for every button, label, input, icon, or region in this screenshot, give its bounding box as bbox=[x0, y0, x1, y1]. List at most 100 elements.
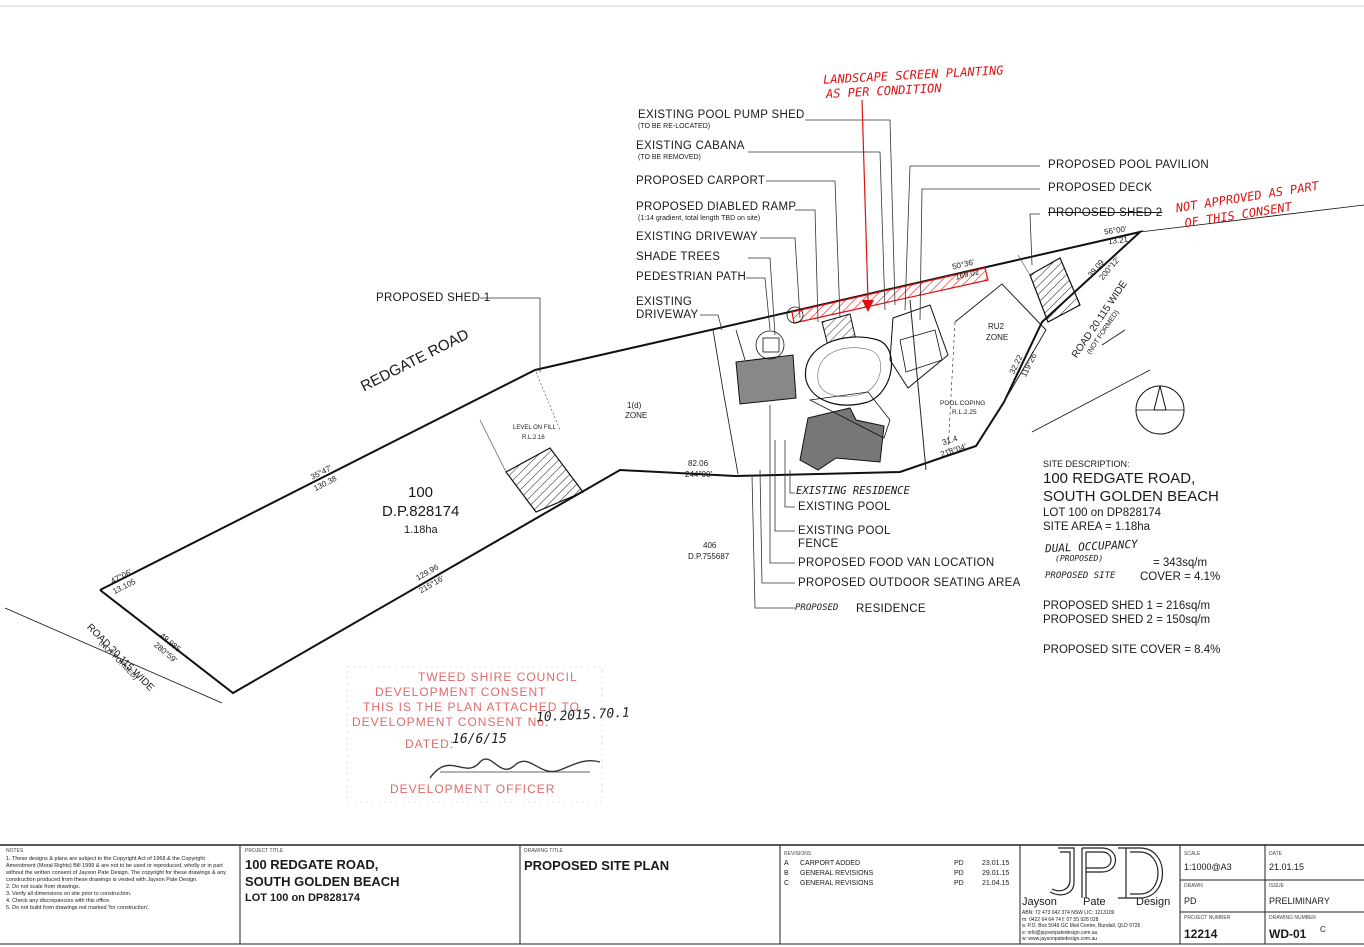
drawing-title: PROPOSED SITE PLAN bbox=[524, 858, 670, 873]
firm-contact: ABN: 72 473 042 374 NSW LIC: 1213109 m: … bbox=[1022, 910, 1140, 943]
drawing-revision: C bbox=[1320, 925, 1326, 934]
callout-driveway-2a: EXISTING bbox=[636, 296, 693, 308]
callout-pump-shed: EXISTING POOL PUMP SHED bbox=[638, 109, 805, 121]
jpd-logo bbox=[1049, 847, 1163, 899]
zone-1d-word: ZONE bbox=[625, 411, 648, 420]
road-reserve-sw bbox=[4, 607, 223, 704]
firm-name-3: Design bbox=[1136, 896, 1171, 908]
note-4: 4. Check any discrepancies with this off… bbox=[6, 898, 111, 904]
existing-residence bbox=[735, 354, 797, 405]
project-title-2: SOUTH GOLDEN BEACH bbox=[245, 874, 400, 889]
site-desc-line2: SOUTH GOLDEN BEACH bbox=[1043, 488, 1219, 505]
revision-by: PD bbox=[954, 860, 964, 867]
callout-carport: PROPOSED CARPORT bbox=[636, 175, 766, 187]
project-number-heading: PROJECT NUMBER bbox=[1184, 915, 1231, 921]
bearing-5a: 82.06 bbox=[688, 459, 709, 468]
road-reserve-ne bbox=[1139, 204, 1364, 233]
callout-food-van: PROPOSED FOOD VAN LOCATION bbox=[798, 557, 995, 569]
proposed-shed-1 bbox=[505, 447, 584, 513]
proposed-shed-2 bbox=[1029, 257, 1081, 323]
revision-row: A CARPORT ADDED PD 23.01.15 bbox=[784, 860, 1016, 870]
officer-signature bbox=[429, 758, 601, 779]
firm-contact-line: e: info@jaysonpatedesign.com.au bbox=[1022, 929, 1098, 936]
stamp-line-3: THIS IS THE PLAN ATTACHED TO bbox=[363, 700, 580, 714]
pool-coping-rl: R.L.2.25 bbox=[952, 409, 977, 416]
stamp-line-5: DATED: bbox=[405, 737, 455, 751]
callout-deck: PROPOSED DECK bbox=[1048, 182, 1153, 194]
callout-shed-1: PROPOSED SHED 1 bbox=[376, 292, 491, 304]
revisions-heading: REVISIONS bbox=[784, 851, 812, 857]
drawn-heading: DRAWN bbox=[1184, 883, 1203, 889]
callout-pool-pavilion: PROPOSED POOL PAVILION bbox=[1048, 159, 1210, 171]
project-title-1: 100 REDGATE ROAD, bbox=[245, 857, 379, 872]
lot-406-dp: D.P.755687 bbox=[688, 552, 730, 561]
shed-2-area: PROPOSED SHED 2 = 150sq/m bbox=[1043, 614, 1211, 626]
zone-ru2: RU2 bbox=[988, 322, 1005, 331]
existing-pool bbox=[804, 336, 893, 406]
callout-pool-fence-a: EXISTING POOL bbox=[798, 525, 891, 537]
note-5: 5. Do not build from drawings not marked… bbox=[6, 905, 150, 911]
zone-boundary bbox=[909, 299, 927, 471]
drawing-number-heading: DRAWING NUMBER bbox=[1269, 915, 1317, 921]
level-on-fill-rl: R.L.2.16 bbox=[522, 435, 545, 441]
revision-by: PD bbox=[954, 880, 964, 887]
callout-existing-driveway: EXISTING DRIVEWAY bbox=[636, 231, 759, 243]
lot-number: 100 bbox=[408, 484, 434, 501]
cover-value: COVER = 4.1% bbox=[1140, 571, 1221, 583]
bearing-5b: 244°00' bbox=[685, 470, 712, 479]
zone-ru2-word: ZONE bbox=[986, 333, 1009, 342]
lot-406: 406 bbox=[703, 541, 717, 550]
issue-value: PRELIMINARY bbox=[1269, 896, 1330, 906]
revisions-table: A CARPORT ADDED PD 23.01.15 B GENERAL RE… bbox=[784, 860, 1016, 890]
firm-name-1: Jayson bbox=[1022, 896, 1057, 908]
level-on-fill: LEVEL ON FILL bbox=[513, 425, 556, 431]
firm-contact-line: w: www.jaysonpatedesign.com.au bbox=[1022, 936, 1098, 942]
pool-coping-label: POOL COPING bbox=[940, 400, 986, 407]
revision-by: PD bbox=[954, 870, 964, 877]
firm-contact-line: a: P.O. Box 5049 GC Mail Centre, Bundall… bbox=[1022, 923, 1141, 929]
callout-driveway-2b: DRIVEWAY bbox=[636, 309, 699, 321]
callout-ramp: PROPOSED DIABLED RAMP bbox=[636, 201, 797, 213]
zone-1d: 1(d) bbox=[627, 401, 642, 410]
callout-existing-pool: EXISTING POOL bbox=[798, 501, 891, 513]
shed-1-area: PROPOSED SHED 1 = 216sq/m bbox=[1043, 600, 1211, 612]
revision-date: 23.01.15 bbox=[982, 860, 1010, 867]
revision-date: 21.04.15 bbox=[982, 880, 1010, 887]
site-desc-line1: 100 REDGATE ROAD, bbox=[1043, 470, 1196, 487]
leader-lines bbox=[480, 119, 1040, 609]
project-title-heading: PROJECT TITLE bbox=[245, 848, 284, 854]
dual-proposed-handwritten: (PROPOSED) bbox=[1055, 554, 1104, 563]
proposed-residence bbox=[799, 407, 885, 471]
issue-heading: ISSUE bbox=[1269, 883, 1285, 889]
dated-handwritten: 16/6/15 bbox=[452, 732, 507, 747]
revision-desc: CARPORT ADDED bbox=[800, 860, 861, 867]
stamp-line-1: TWEED SHIRE COUNCIL bbox=[418, 670, 578, 684]
lot-area: 1.18ha bbox=[404, 524, 438, 536]
callout-proposed-handwritten: PROPOSED bbox=[795, 603, 839, 613]
site-desc-line3: LOT 100 on DP828174 bbox=[1043, 507, 1162, 519]
drawn-value: PD bbox=[1184, 896, 1197, 906]
callout-shade-trees: SHADE TREES bbox=[636, 251, 721, 263]
title-block-frame bbox=[0, 844, 1364, 945]
callout-pedestrian-path: PEDESTRIAN PATH bbox=[636, 271, 747, 283]
callout-cabana-sub: (TO BE REMOVED) bbox=[638, 154, 701, 161]
drawing-number: WD-01 bbox=[1269, 927, 1307, 941]
north-arrow bbox=[1135, 385, 1185, 435]
stamp-line-6: DEVELOPMENT OFFICER bbox=[390, 782, 556, 796]
revision-date: 29.01.15 bbox=[982, 870, 1010, 877]
site-desc-line4: SITE AREA = 1.18ha bbox=[1043, 521, 1151, 533]
lot-dp: D.P.828174 bbox=[382, 503, 460, 520]
stamp-line-4: DEVELOPMENT CONSENT No. bbox=[352, 715, 550, 729]
site-cover-total: PROPOSED SITE COVER = 8.4% bbox=[1043, 644, 1221, 656]
proposed-site-handwritten: PROPOSED SITE bbox=[1045, 571, 1116, 581]
revision-desc: GENERAL REVISIONS bbox=[800, 880, 874, 887]
date-value: 21.01.15 bbox=[1269, 862, 1305, 872]
scale-value: 1:1000@A3 bbox=[1184, 862, 1232, 872]
revision-letter: A bbox=[784, 860, 789, 867]
callout-pool-fence-b: FENCE bbox=[798, 538, 839, 550]
notes-heading: NOTES bbox=[6, 848, 24, 854]
callout-shed-2: PROPOSED SHED 2 bbox=[1048, 207, 1163, 219]
revision-letter: B bbox=[784, 870, 789, 877]
